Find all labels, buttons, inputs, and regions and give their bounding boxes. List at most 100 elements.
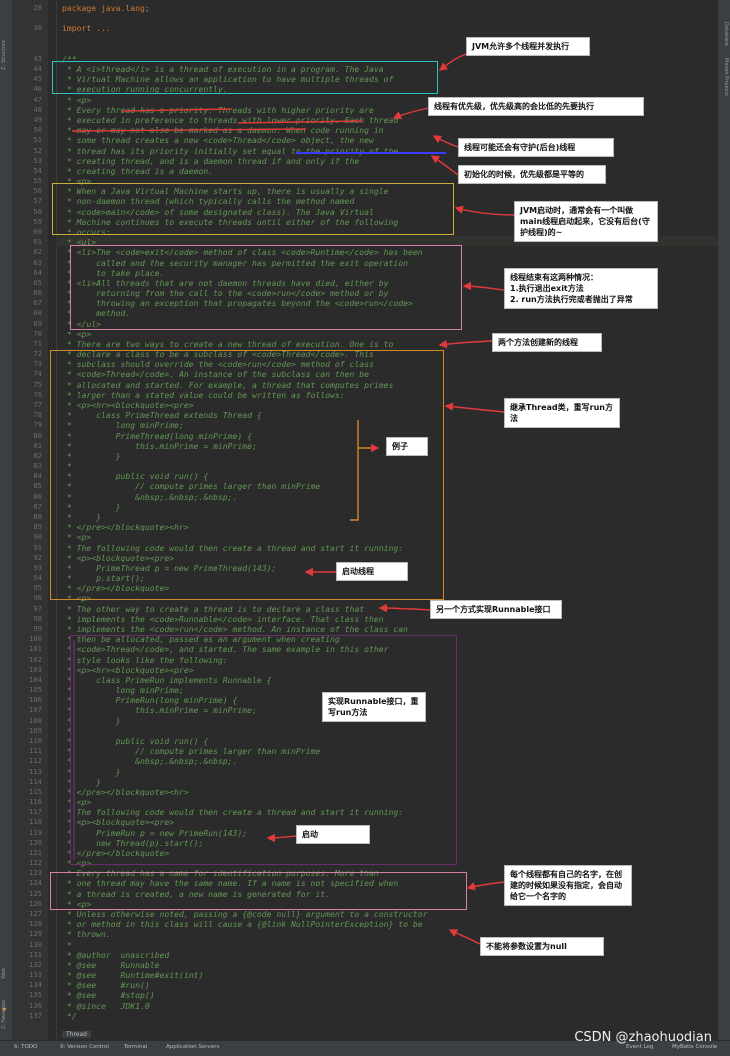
code-line[interactable]: * PrimeThread p = new PrimeThread(143); xyxy=(62,562,277,573)
code-line[interactable]: * } xyxy=(62,766,121,777)
code-line[interactable]: * this.minPrime = minPrime; xyxy=(62,440,257,451)
todo-tab[interactable]: 6: TODO xyxy=(14,1044,38,1050)
code-line[interactable]: * } xyxy=(62,715,121,726)
application-servers-tab[interactable]: Application Servers xyxy=(166,1044,220,1050)
code-line[interactable]: * <code>main</code> of some designated c… xyxy=(62,206,374,217)
event-log-tab[interactable]: Event Log xyxy=(626,1044,654,1050)
code-line[interactable]: * or method in this class will cause a {… xyxy=(62,919,423,930)
code-line[interactable]: * } xyxy=(62,512,101,522)
code-line[interactable]: * &nbsp;.&nbsp;.&nbsp;. xyxy=(62,491,238,502)
code-line[interactable]: * <p> xyxy=(62,593,92,604)
code-line[interactable]: * one thread may have the same name. If … xyxy=(62,878,399,889)
code-line[interactable]: * allocated and started. For example, a … xyxy=(62,379,394,390)
code-line[interactable]: * <ul> xyxy=(62,237,97,248)
code-line[interactable]: * xyxy=(62,461,72,472)
code-line[interactable]: * There are two ways to create a new thr… xyxy=(62,338,394,349)
code-line[interactable]: * &nbsp;.&nbsp;.&nbsp;. xyxy=(62,756,238,767)
code-line[interactable]: * The following code would then create a… xyxy=(62,542,404,553)
code-line[interactable]: import ... xyxy=(62,23,111,34)
code-line[interactable]: * Virtual Machine allows an application … xyxy=(62,74,394,85)
code-line[interactable]: * occurs: xyxy=(62,226,111,237)
code-line[interactable]: * implements the <code>Runnable</code> i… xyxy=(62,613,384,624)
code-line[interactable]: * PrimeThread(long minPrime) { xyxy=(62,430,253,441)
code-line[interactable]: * @see Runtime#exit(int) xyxy=(62,970,204,981)
code-line[interactable]: * public void run() { xyxy=(62,735,209,746)
code-line[interactable]: * class PrimeRun implements Runnable { xyxy=(62,674,272,685)
code-line[interactable]: * larger than a stated value could be wr… xyxy=(62,389,345,400)
code-line[interactable]: * @see #run() xyxy=(62,980,150,991)
code-line[interactable]: * @since JDK1.0 xyxy=(62,1000,150,1011)
code-line[interactable]: * </pre></blockquote> xyxy=(62,583,170,594)
code-line[interactable]: * <p> xyxy=(62,532,92,543)
code-line[interactable]: * <p> xyxy=(62,328,92,339)
code-line[interactable]: * <p> xyxy=(62,176,92,187)
maven-tool-tab[interactable]: Maven Projects xyxy=(723,58,729,96)
database-tool-tab[interactable]: Database xyxy=(723,22,729,46)
code-line[interactable]: * PrimeRun(long minPrime) { xyxy=(62,695,238,706)
code-line[interactable]: * <p> xyxy=(62,858,92,869)
code-line[interactable]: * new Thread(p).start(); xyxy=(62,837,204,848)
code-line[interactable]: * <li>The <code>exit</code> method of cl… xyxy=(62,247,423,258)
code-line[interactable]: * </pre></blockquote><hr> xyxy=(62,522,189,533)
code-line[interactable]: * When a Java Virtual Machine starts up,… xyxy=(62,186,389,197)
code-line[interactable]: * this.minPrime = minPrime; xyxy=(62,705,257,716)
code-line[interactable]: * long minPrime; xyxy=(62,420,184,431)
code-line[interactable]: * declare a class to be a subclass of <c… xyxy=(62,349,374,360)
code-line[interactable]: package java.lang; xyxy=(62,3,150,13)
code-line[interactable]: * executed in preference to threads with… xyxy=(62,114,399,125)
code-line[interactable]: * } xyxy=(62,501,121,512)
code-line[interactable]: * </ul> xyxy=(62,318,101,329)
code-line[interactable]: * returning from the call to the <code>r… xyxy=(62,288,389,299)
code-line[interactable]: * xyxy=(62,939,72,950)
code-line[interactable]: * </pre></blockquote> xyxy=(62,847,170,858)
code-line[interactable]: * The following code would then create a… xyxy=(62,807,404,818)
code-line[interactable]: * PrimeRun p = new PrimeRun(143); xyxy=(62,827,248,838)
code-line[interactable]: * @see #stop() xyxy=(62,990,155,1001)
version-control-tab[interactable]: 9: Version Control xyxy=(60,1044,109,1050)
terminal-tab[interactable]: Terminal xyxy=(124,1044,148,1050)
file-tab-thread[interactable]: Thread xyxy=(62,1031,91,1038)
code-line[interactable]: * <p><hr><blockquote><pre> xyxy=(62,664,194,675)
code-line[interactable]: * Machine continues to execute threads u… xyxy=(62,216,399,227)
code-line[interactable]: * <li>All threads that are not daemon th… xyxy=(62,277,389,288)
code-line[interactable]: * </pre></blockquote><hr> xyxy=(62,786,189,797)
code-line[interactable]: * some thread creates a new <code>Thread… xyxy=(62,135,374,146)
code-line[interactable]: * A <i>thread</i> is a thread of executi… xyxy=(62,64,384,75)
code-line[interactable]: * <p><blockquote><pre> xyxy=(62,817,175,828)
code-line[interactable]: * <code>Thread</code>. An instance of th… xyxy=(62,369,369,380)
code-line[interactable]: * p.start(); xyxy=(62,573,145,584)
code-line[interactable]: * <p> xyxy=(62,797,92,808)
code-line[interactable]: */ xyxy=(62,1010,77,1021)
code-line[interactable]: * thread has its priority initially set … xyxy=(62,145,399,156)
code-line[interactable]: * <code>Thread</code>, and started. The … xyxy=(62,644,389,655)
code-line[interactable]: * throwing an exception that propagates … xyxy=(62,298,413,309)
code-line[interactable]: * xyxy=(62,725,72,736)
code-line[interactable]: * // compute primes larger than minPrime xyxy=(62,746,321,757)
code-line[interactable]: * <p> xyxy=(62,94,92,105)
code-line[interactable]: * // compute primes larger than minPrime xyxy=(62,481,321,492)
code-line[interactable]: * <p><blockquote><pre> xyxy=(62,552,175,563)
code-line[interactable]: * public void run() { xyxy=(62,471,209,482)
code-line[interactable]: * long minPrime; xyxy=(62,685,184,696)
code-line[interactable]: * to take place. xyxy=(62,267,165,278)
code-line[interactable]: * subclass should override the <code>run… xyxy=(62,359,374,370)
code-line[interactable]: * then be allocated, passed as an argume… xyxy=(62,634,340,645)
code-line[interactable]: * style looks like the following: xyxy=(62,654,228,665)
code-line[interactable]: * non-daemon thread (which typically cal… xyxy=(62,196,355,207)
code-line[interactable]: * } xyxy=(62,450,121,461)
code-line[interactable]: * <p><hr><blockquote><pre> xyxy=(62,400,194,411)
code-line[interactable]: * Unless otherwise noted, passing a {@co… xyxy=(62,909,428,920)
code-line[interactable]: * execution running concurrently. xyxy=(62,84,228,95)
code-line[interactable]: * @author unascribed xyxy=(62,949,170,960)
code-line[interactable]: * creating thread, and is a daemon threa… xyxy=(62,155,360,166)
code-line[interactable]: /** xyxy=(62,53,77,64)
code-line[interactable]: * @see Runnable xyxy=(62,959,160,970)
code-line[interactable]: * creating thread is a daemon. xyxy=(62,165,214,176)
code-line[interactable]: * thrown. xyxy=(62,929,111,940)
code-line[interactable]: * method. xyxy=(62,308,131,319)
code-line[interactable]: * <p> xyxy=(62,898,92,909)
code-line[interactable]: * class PrimeThread extends Thread { xyxy=(62,410,262,421)
code-line[interactable]: * } xyxy=(62,776,101,787)
code-line[interactable]: * called and the security manager has pe… xyxy=(62,257,408,268)
code-line[interactable]: * Every thread has a name for identifica… xyxy=(62,868,379,879)
